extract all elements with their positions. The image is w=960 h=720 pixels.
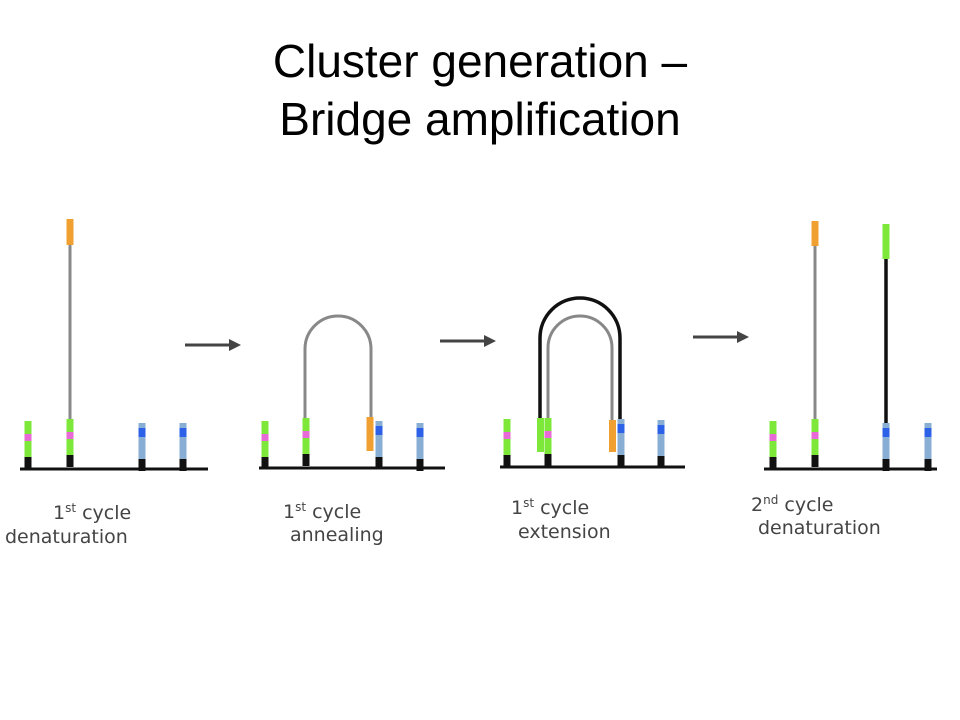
adapter-orange xyxy=(66,219,74,245)
primer-green xyxy=(769,421,777,469)
primer-green xyxy=(811,419,819,467)
caption-panel-1: 1st cycle xyxy=(53,501,131,525)
adapter-orange xyxy=(609,420,616,452)
bridged-template-strand xyxy=(303,314,373,420)
panel-2-annealing xyxy=(259,314,445,471)
title-line-2: Bridge amplification xyxy=(279,93,681,145)
primer-blue xyxy=(657,420,665,468)
caption-ordinal: st xyxy=(65,501,77,515)
slide-title: Cluster generation – Bridge amplificatio… xyxy=(0,32,960,148)
panel-4-denaturation xyxy=(764,221,937,471)
primer-green xyxy=(24,421,32,469)
primer-blue xyxy=(138,423,146,471)
arrow-1-head xyxy=(229,339,241,351)
caption-word: cycle xyxy=(82,502,132,524)
primer-blue xyxy=(882,423,890,471)
adapter-orange xyxy=(811,221,819,246)
arrow-3-head xyxy=(737,331,749,343)
caption-panel-3-step: extension xyxy=(518,521,611,543)
primer-green xyxy=(302,418,310,466)
bridged-template-strand xyxy=(546,314,614,420)
primer-green-extended xyxy=(537,418,544,452)
primer-blue xyxy=(924,423,932,471)
primer-green-top xyxy=(882,224,890,259)
title-line-1: Cluster generation – xyxy=(272,35,688,87)
primer-green xyxy=(503,419,511,467)
caption-number: 1 xyxy=(53,502,66,524)
caption-number: 2 xyxy=(751,494,764,516)
primer-blue xyxy=(416,423,424,471)
arrow-2-head xyxy=(484,335,496,347)
caption-word: cycle xyxy=(540,497,590,519)
caption-panel-2: 1st cycle xyxy=(283,500,361,524)
panel-3-extension xyxy=(500,296,685,469)
caption-ordinal: nd xyxy=(763,493,779,507)
primer-green xyxy=(261,421,269,469)
caption-number: 1 xyxy=(511,497,524,519)
caption-ordinal: st xyxy=(295,500,307,514)
newly-synthesized-strand xyxy=(538,296,622,425)
caption-ordinal: st xyxy=(523,496,535,510)
caption-panel-3: 1st cycle xyxy=(511,496,589,520)
caption-word: cycle xyxy=(784,494,834,516)
caption-panel-4-step: denaturation xyxy=(758,517,881,539)
caption-word: cycle xyxy=(312,501,362,523)
caption-panel-4: 2nd cycle xyxy=(751,493,833,517)
caption-panel-1-step: denaturation xyxy=(5,526,128,548)
primer-green xyxy=(544,418,552,466)
primer-green xyxy=(66,419,74,467)
panel-1-denaturation xyxy=(20,219,208,471)
primer-blue xyxy=(375,421,383,469)
adapter-orange xyxy=(366,417,374,451)
primer-blue xyxy=(617,419,625,467)
caption-panel-2-step: annealing xyxy=(290,524,384,546)
primer-blue xyxy=(179,423,187,471)
caption-number: 1 xyxy=(283,501,296,523)
